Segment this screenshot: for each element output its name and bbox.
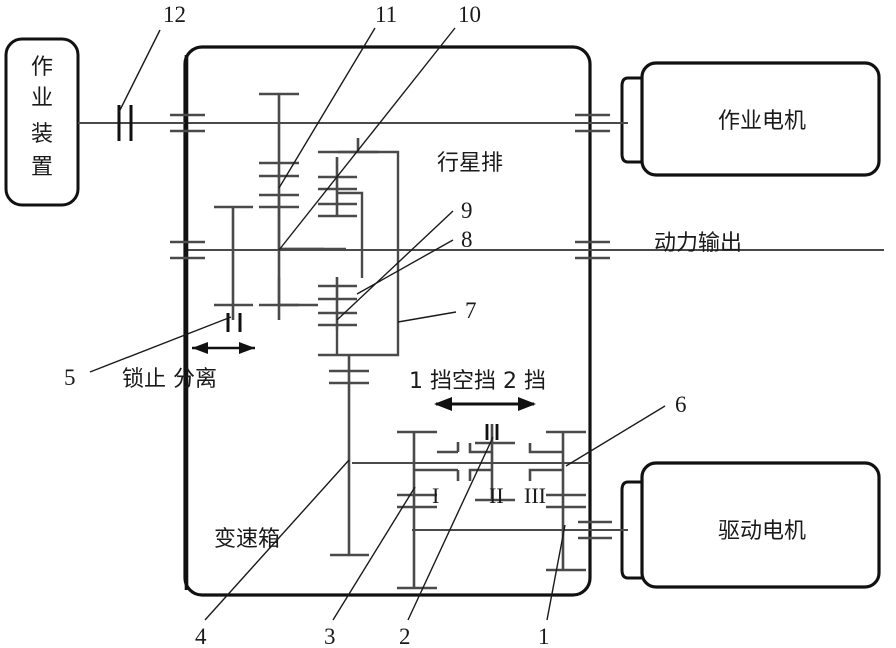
- callout-number-5: 5: [64, 365, 76, 390]
- callout-number-8: 8: [461, 227, 473, 252]
- work-motor-box: [640, 61, 881, 177]
- gear-label-III: III: [524, 483, 546, 508]
- work-device-label-c3: 装: [31, 122, 53, 147]
- leader-10: [278, 27, 456, 251]
- work-motor-label: 作业电机: [718, 109, 806, 134]
- work-device-label-c2: 业: [31, 86, 53, 111]
- callout-number-7: 7: [465, 298, 477, 323]
- bearing-marks-mid: [170, 240, 610, 260]
- leader-7: [397, 311, 457, 323]
- gear-shift-label: 1 挡空挡 2 挡: [409, 369, 546, 394]
- callout-number-9: 9: [461, 198, 473, 223]
- lock-release-arrow-head-left: [192, 342, 208, 354]
- lock-release-arrow-head-right: [239, 342, 255, 354]
- lock-release-arrow: [192, 342, 255, 354]
- lock-release-label: 锁止 分离: [122, 367, 217, 392]
- bearing-marks-lower: [578, 520, 612, 540]
- leader-8: [356, 239, 454, 295]
- callout-number-6: 6: [675, 392, 687, 417]
- gear-shift-arrow-head-right: [518, 397, 536, 411]
- work-motor-block: 作业电机: [620, 61, 881, 177]
- gear-shift-arrow-head-left: [434, 397, 452, 411]
- leader-2: [407, 436, 494, 621]
- power-output-label: 动力输出: [654, 231, 742, 256]
- work-device-block: 作 业 装 置: [4, 37, 80, 207]
- callout-number-11: 11: [375, 2, 397, 27]
- callout-number-1: 1: [538, 624, 550, 648]
- brake-element-5: [214, 205, 253, 332]
- callout-number-3: 3: [324, 624, 336, 648]
- planetary-row-label: 行星排: [437, 151, 503, 176]
- callout-number-12: 12: [163, 2, 186, 27]
- gear-label-I: I: [432, 483, 439, 508]
- gear-III-upper-arm: [528, 443, 563, 454]
- leader-3: [332, 486, 416, 621]
- leader-4: [204, 459, 350, 621]
- callout-leaders: [89, 27, 666, 621]
- work-device-label-c1: 作: [31, 55, 53, 80]
- leader-5: [89, 316, 232, 373]
- work-device-label-c4: 置: [31, 155, 53, 180]
- leader-6: [565, 405, 666, 467]
- drive-motor-label: 驱动电机: [718, 519, 806, 544]
- leader-11: [278, 27, 376, 189]
- callout-number-4: 4: [195, 624, 207, 648]
- gear-shift-arrow: [434, 397, 536, 411]
- leader-12: [118, 29, 161, 113]
- shaft-lines: [78, 122, 884, 531]
- leader-1: [546, 524, 566, 621]
- sync-II-arm-left-lower: [468, 468, 492, 481]
- gearbox-gear-train: [330, 424, 586, 590]
- drive-motor-box: [640, 461, 881, 589]
- gear-label-II: II: [489, 483, 504, 508]
- callout-number-10: 10: [458, 2, 481, 27]
- bearing-marks-top: [170, 113, 610, 133]
- drive-motor-block: 驱动电机: [620, 461, 881, 589]
- leader-9: [336, 210, 454, 321]
- gear-III-lower-arm: [528, 468, 563, 481]
- transmission-housing: [183, 45, 592, 597]
- sync-II-arm-left: [468, 443, 492, 454]
- planetary-gear-set: [259, 138, 400, 430]
- callout-number-2: 2: [399, 624, 411, 648]
- sun-carrier-link-upper: [337, 191, 364, 278]
